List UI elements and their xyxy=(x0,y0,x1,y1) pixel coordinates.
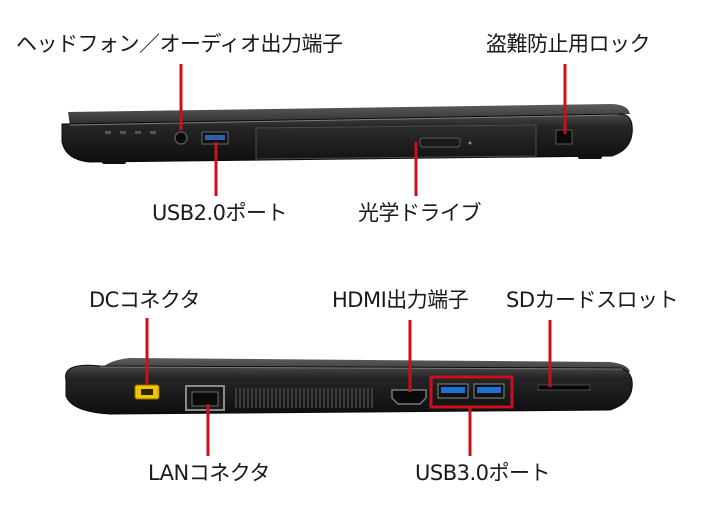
label-hdmi: HDMI出力端子 xyxy=(332,288,469,312)
callout-lines xyxy=(145,64,567,456)
label-dc: DCコネクタ xyxy=(89,288,201,312)
optical-drive-tray xyxy=(255,124,537,160)
label-security-lock: 盗難防止用ロック xyxy=(486,32,651,56)
sd-card-slot xyxy=(537,384,591,391)
label-usb2: USB2.0ポート xyxy=(152,201,288,225)
laptop-left-side xyxy=(61,104,633,164)
label-sd: SDカードスロット xyxy=(506,288,679,312)
headphone-jack xyxy=(174,131,188,145)
air-vent xyxy=(235,388,373,408)
label-usb3: USB3.0ポート xyxy=(415,461,551,485)
label-headphone: ヘッドフォン／オーディオ出力端子 xyxy=(16,32,343,56)
label-lan: LANコネクタ xyxy=(148,461,270,485)
label-optical-drive: 光学ドライブ xyxy=(358,201,482,225)
hdmi-port xyxy=(391,389,427,405)
laptop-right-side xyxy=(65,358,633,415)
usb3-highlight-box xyxy=(429,375,514,409)
eject-button xyxy=(419,137,461,148)
